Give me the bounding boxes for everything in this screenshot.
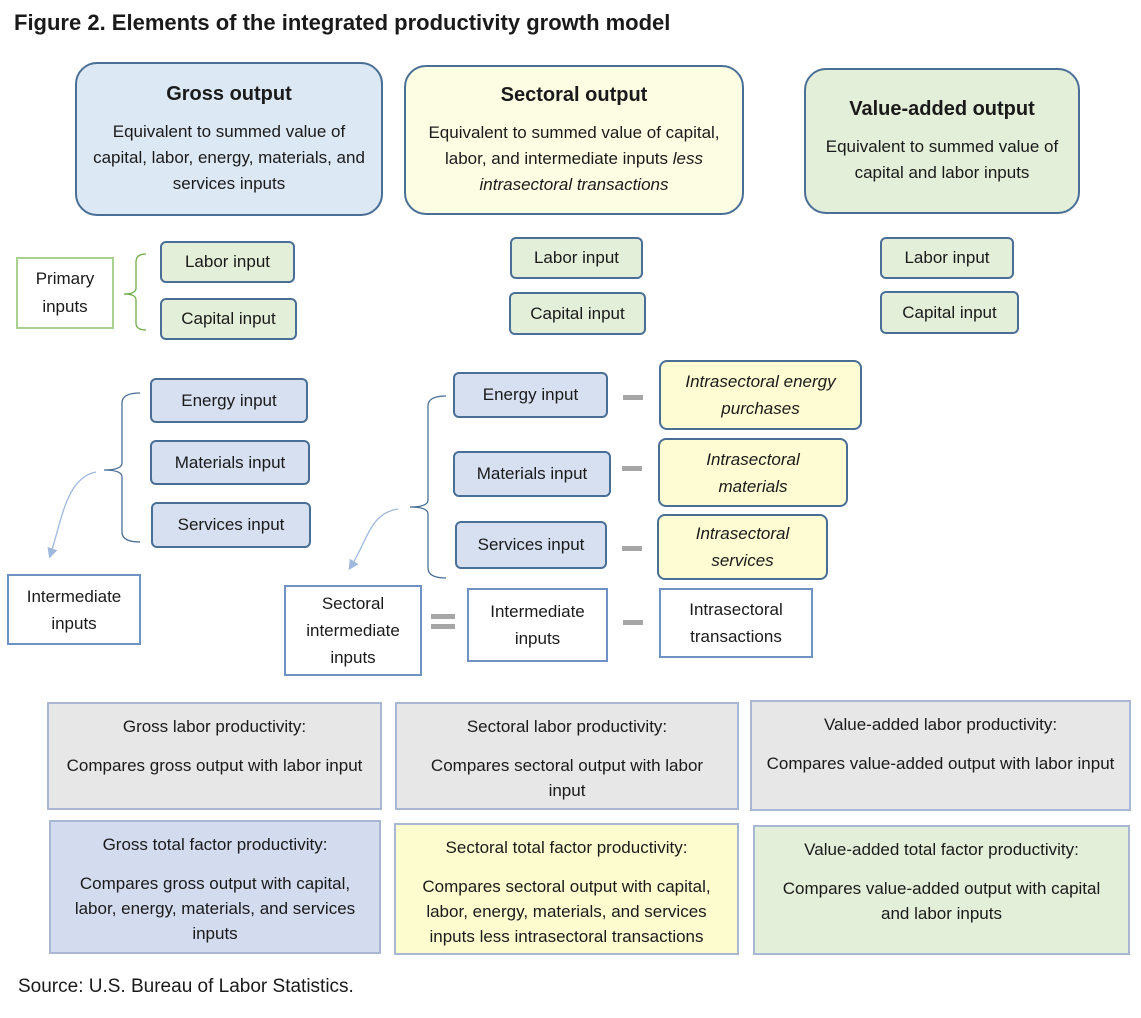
sectoral-tfp-title: Sectoral total factor productivity: [445, 838, 688, 857]
gross-labor-input: Labor input [160, 241, 295, 283]
sectoral-output-box: Sectoral output Equivalent to summed val… [404, 65, 744, 215]
sectoral-tfp-box: Sectoral total factor productivity: Comp… [394, 823, 739, 955]
value-added-output-box: Value-added output Equivalent to summed … [804, 68, 1080, 214]
value-added-labor-input: Labor input [880, 237, 1014, 279]
sectoral-output-title: Sectoral output [500, 84, 648, 106]
sectoral-labor-productivity-title: Sectoral labor productivity: [466, 717, 668, 736]
value-added-labor-productivity-box: Value-added labor productivity: Compares… [750, 700, 1131, 811]
gross-services-input: Services input [151, 502, 311, 548]
sectoral-energy-input: Energy input [453, 372, 608, 418]
sectoral-output-desc-italic: less intrasectoral transactions [479, 149, 704, 194]
value-added-tfp-box: Value-added total factor productivity: C… [753, 825, 1130, 955]
sectoral-labor-productivity-box: Sectoral labor productivity: Compares se… [395, 702, 739, 810]
value-added-output-desc: Equivalent to summed value of capital an… [825, 137, 1059, 182]
gross-materials-input: Materials input [150, 440, 310, 485]
intrasectoral-energy-box: Intrasectoral energy purchases [659, 360, 862, 430]
gross-tfp-box: Gross total factor productivity: Compare… [49, 820, 381, 954]
gross-labor-productivity-box: Gross labor productivity: Compares gross… [47, 702, 382, 810]
gross-tfp-title: Gross total factor productivity: [102, 835, 328, 854]
sectoral-labor-productivity-desc: Compares sectoral output with labor inpu… [430, 756, 704, 800]
value-added-labor-productivity-title: Value-added labor productivity: [823, 715, 1058, 734]
value-added-labor-productivity-desc: Compares value-added output with labor i… [766, 754, 1115, 773]
sectoral-tfp-desc: Compares sectoral output with capital, l… [422, 877, 711, 946]
gross-intermediate-arrow [47, 471, 97, 559]
sectoral-intermediate-bracket [409, 395, 447, 579]
intrasectoral-transactions-box: Intrasectoral transactions [659, 588, 813, 658]
intermediate-inputs-box: Intermediate inputs [7, 574, 141, 645]
sectoral-capital-input: Capital input [509, 292, 646, 335]
gross-output-title: Gross output [166, 83, 292, 105]
value-added-output-title: Value-added output [849, 98, 1035, 120]
primary-inputs-bracket [123, 253, 147, 331]
sectoral-services-input: Services input [455, 521, 607, 569]
sectoral-labor-input: Labor input [510, 237, 643, 279]
source-note: Source: U.S. Bureau of Labor Statistics. [18, 976, 354, 997]
sectoral-intermediate-inputs-box: Sectoral intermediate inputs [284, 585, 422, 676]
gross-labor-productivity-title: Gross labor productivity: [122, 717, 307, 736]
intrasectoral-materials-box: Intrasectoral materials [658, 438, 848, 507]
intrasectoral-services-box: Intrasectoral services [657, 514, 828, 580]
gross-output-box: Gross output Equivalent to summed value … [75, 62, 383, 216]
gross-intermediate-bracket [103, 392, 141, 543]
gross-labor-productivity-desc: Compares gross output with labor input [66, 756, 363, 775]
minus-sign-energy [623, 395, 643, 400]
equals-sign [431, 614, 455, 630]
value-added-capital-input: Capital input [880, 291, 1019, 334]
primary-inputs-label: Primary inputs [16, 257, 114, 329]
sectoral-intermediate-inputs-term: Intermediate inputs [467, 588, 608, 662]
gross-tfp-desc: Compares gross output with capital, labo… [74, 874, 356, 943]
gross-energy-input: Energy input [150, 378, 308, 423]
value-added-tfp-desc: Compares value-added output with capital… [782, 879, 1101, 923]
value-added-tfp-title: Value-added total factor productivity: [804, 840, 1079, 859]
minus-sign-services [622, 546, 642, 551]
minus-sign-materials [622, 466, 642, 471]
sectoral-output-desc-plain: Equivalent to summed value of capital, l… [428, 123, 720, 168]
sectoral-intermediate-arrow [348, 508, 399, 571]
sectoral-materials-input: Materials input [453, 451, 611, 497]
gross-output-desc: Equivalent to summed value of capital, l… [93, 122, 365, 193]
gross-capital-input: Capital input [160, 298, 297, 340]
minus-sign-transactions [623, 620, 643, 625]
sectoral-output-desc: Equivalent to summed value of capital, l… [420, 120, 728, 198]
figure-title: Figure 2. Elements of the integrated pro… [14, 10, 671, 35]
